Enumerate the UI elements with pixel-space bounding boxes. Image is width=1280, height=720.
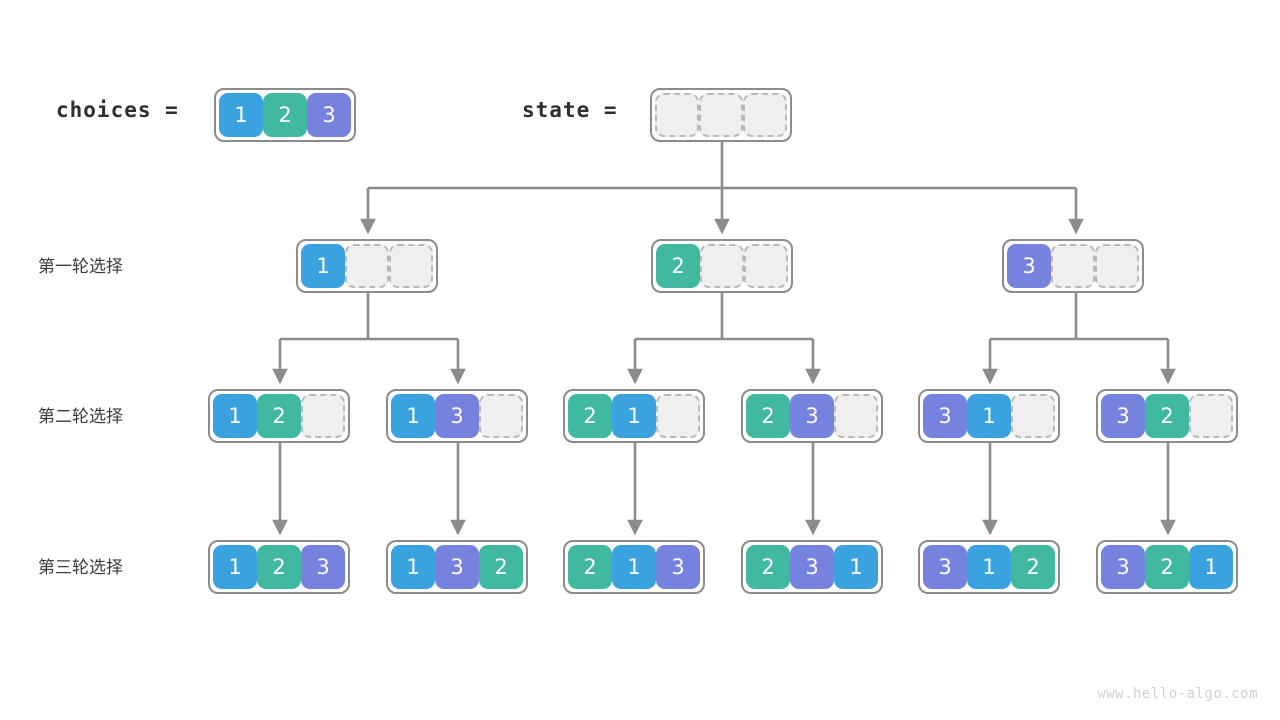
state-cell-2: [743, 93, 787, 137]
row-label-round-2: 第二轮选择: [38, 407, 123, 427]
cell: 2: [568, 545, 612, 589]
cell: 2: [568, 394, 612, 438]
cell: 1: [834, 545, 878, 589]
node-round3-1: 1 3 2: [386, 540, 528, 594]
choices-cell-0: 1: [219, 93, 263, 137]
cell: 2: [656, 244, 700, 288]
state-cell-1: [699, 93, 743, 137]
cell: 3: [923, 394, 967, 438]
node-round2-2: 2 1: [563, 389, 705, 443]
node-round2-3: 2 3: [741, 389, 883, 443]
choices-node: 1 2 3: [214, 88, 356, 142]
node-round2-4: 3 1: [918, 389, 1060, 443]
cell: 1: [612, 545, 656, 589]
cell: 1: [391, 545, 435, 589]
watermark: www.hello-algo.com: [1097, 686, 1258, 702]
cell: 3: [790, 394, 834, 438]
cell: [834, 394, 878, 438]
state-cell-0: [655, 93, 699, 137]
node-round1-1: 2: [651, 239, 793, 293]
node-round1-0: 1: [296, 239, 438, 293]
cell: [656, 394, 700, 438]
cell: 2: [257, 545, 301, 589]
row-label-round-3: 第三轮选择: [38, 558, 123, 578]
cell: 1: [391, 394, 435, 438]
node-round2-5: 3 2: [1096, 389, 1238, 443]
cell: [301, 394, 345, 438]
cell: 3: [1007, 244, 1051, 288]
cell: 2: [1011, 545, 1055, 589]
node-round3-5: 3 2 1: [1096, 540, 1238, 594]
cell: [479, 394, 523, 438]
cell: 3: [435, 545, 479, 589]
cell: 1: [301, 244, 345, 288]
cell: 2: [479, 545, 523, 589]
cell: 1: [967, 394, 1011, 438]
state-label: state =: [522, 98, 618, 122]
node-round1-2: 3: [1002, 239, 1144, 293]
node-round3-0: 1 2 3: [208, 540, 350, 594]
cell: 2: [746, 545, 790, 589]
cell: [1095, 244, 1139, 288]
cell: 1: [612, 394, 656, 438]
choices-cell-1: 2: [263, 93, 307, 137]
cell: 3: [1101, 394, 1145, 438]
row-label-round-1: 第一轮选择: [38, 257, 123, 277]
cell: 2: [746, 394, 790, 438]
cell: 3: [923, 545, 967, 589]
cell: 1: [1189, 545, 1233, 589]
cell: [345, 244, 389, 288]
cell: 1: [967, 545, 1011, 589]
cell: [744, 244, 788, 288]
node-round3-2: 2 1 3: [563, 540, 705, 594]
node-round2-0: 1 2: [208, 389, 350, 443]
cell: 2: [1145, 394, 1189, 438]
cell: [1189, 394, 1233, 438]
cell: 1: [213, 394, 257, 438]
node-round3-4: 3 1 2: [918, 540, 1060, 594]
cell: 3: [1101, 545, 1145, 589]
state-node: [650, 88, 792, 142]
cell: [1011, 394, 1055, 438]
cell: [700, 244, 744, 288]
node-round2-1: 1 3: [386, 389, 528, 443]
cell: 3: [656, 545, 700, 589]
cell: 3: [301, 545, 345, 589]
choices-cell-2: 3: [307, 93, 351, 137]
cell: 1: [213, 545, 257, 589]
cell: 3: [790, 545, 834, 589]
node-round3-3: 2 3 1: [741, 540, 883, 594]
choices-label: choices =: [56, 98, 179, 122]
cell: [1051, 244, 1095, 288]
cell: 2: [257, 394, 301, 438]
cell: [389, 244, 433, 288]
cell: 2: [1145, 545, 1189, 589]
cell: 3: [435, 394, 479, 438]
